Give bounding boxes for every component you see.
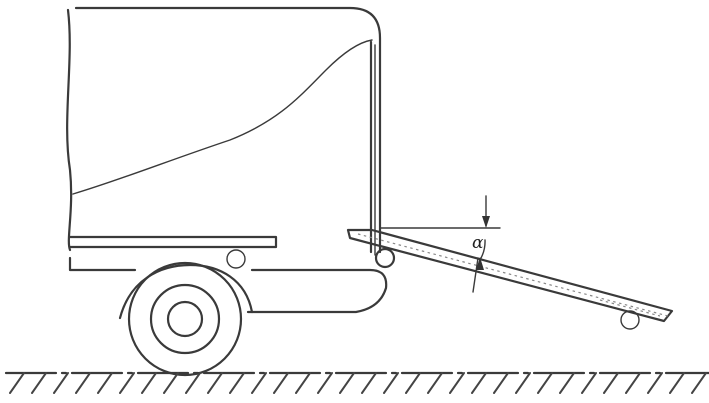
angle-label: α: [472, 233, 484, 253]
ground-hatch-mark: [559, 372, 575, 394]
ramp-roller: [620, 310, 640, 330]
ground-hatch-mark: [273, 372, 289, 394]
ground-hatch-mark: [251, 372, 267, 394]
ground-hatch-mark: [339, 372, 355, 394]
ground-hatch-mark: [427, 372, 443, 394]
ground-hatch-mark: [75, 372, 91, 394]
angle-dimension: α: [379, 195, 501, 293]
ground-hatch-mark: [9, 372, 25, 394]
ground-hatch-mark: [691, 372, 707, 394]
ground-hatch-mark: [647, 372, 663, 394]
ground-hatch-mark: [449, 372, 465, 394]
ground-hatch-mark: [229, 372, 245, 394]
ground-hatch-mark: [515, 372, 531, 394]
ground-hatch-mark: [581, 372, 597, 394]
rear-wheel: [127, 261, 243, 377]
ground-hatch-mark: [361, 372, 377, 394]
hinge-pivot: [374, 247, 396, 269]
tilted-ramp: [346, 228, 674, 330]
chassis-frame: [68, 235, 278, 269]
ground-hatch-mark: [405, 372, 421, 394]
ground-hatch-mark: [493, 372, 509, 394]
lower-body: [68, 256, 388, 320]
ground-hatch-mark: [295, 372, 311, 394]
ground-hatch-mark: [317, 372, 333, 394]
ground-hatch-mark: [97, 372, 113, 394]
ground-hatch-mark: [141, 372, 157, 394]
ground-hatch-mark: [53, 372, 69, 394]
ground-hatch-mark: [163, 372, 179, 394]
ground-hatch-mark: [537, 372, 553, 394]
ground-hatch-mark: [471, 372, 487, 394]
ground: [4, 371, 709, 394]
chassis-roller: [226, 249, 246, 269]
vehicle-body: [66, 6, 382, 256]
ground-hatch-mark: [31, 372, 47, 394]
ground-hatch-mark: [603, 372, 619, 394]
ground-hatch-mark: [625, 372, 641, 394]
ground-hatch-mark: [207, 372, 223, 394]
ground-hatch-mark: [383, 372, 399, 394]
ground-hatch-mark: [185, 372, 201, 394]
ground-hatch-mark: [119, 372, 135, 394]
ground-hatch-mark: [669, 372, 685, 394]
